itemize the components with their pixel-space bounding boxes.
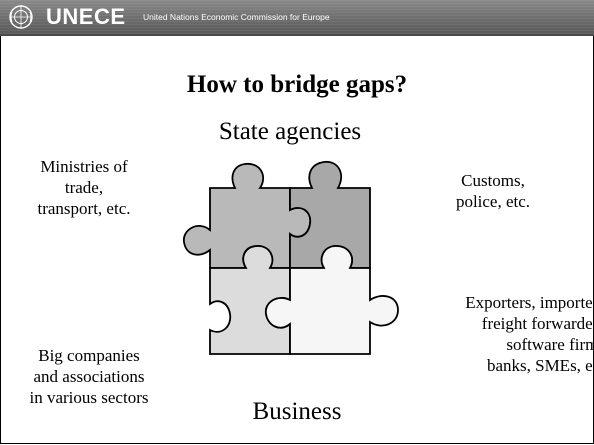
ministries-line-1: Ministries of: [40, 157, 128, 176]
ministries-line-2: trade,: [64, 178, 104, 197]
big-companies-line-3: in various sectors: [29, 388, 149, 407]
big-companies-label: Big companies and associations in variou…: [4, 345, 174, 408]
slide-title: How to bridge gaps?: [186, 71, 408, 98]
brand-subtitle: United Nations Economic Commission for E…: [143, 12, 330, 22]
big-companies-line-1: Big companies: [38, 346, 140, 365]
un-emblem-icon: [9, 5, 33, 29]
big-companies-line-2: and associations: [33, 367, 145, 386]
exporters-line-4: banks, SMEs, etc: [486, 356, 594, 375]
customs-line-1: Customs,: [461, 171, 525, 190]
business-heading: Business: [252, 398, 342, 425]
ministries-label: Ministries of trade, transport, etc.: [4, 156, 164, 219]
ministries-line-3: transport, etc.: [37, 199, 131, 218]
exporters-line-2: freight forwarders: [481, 314, 594, 333]
header-bar: UNECE United Nations Economic Commission…: [0, 0, 594, 34]
header-stripes: [0, 0, 594, 34]
brand-name: UNECE: [46, 4, 126, 29]
exporters-line-3: software firms: [506, 335, 594, 354]
state-agencies-heading: State agencies: [218, 118, 362, 145]
exporters-line-1: Exporters, importers: [465, 293, 594, 312]
puzzle-piece-bottom-right: [265, 245, 399, 355]
customs-line-2: police, etc.: [455, 192, 531, 211]
header-divider: [0, 34, 594, 36]
exporters-label: Exporters, importers freight forwarders …: [405, 292, 594, 376]
customs-label: Customs, police, etc.: [418, 170, 568, 212]
puzzle-pieces-icon: [183, 161, 399, 355]
